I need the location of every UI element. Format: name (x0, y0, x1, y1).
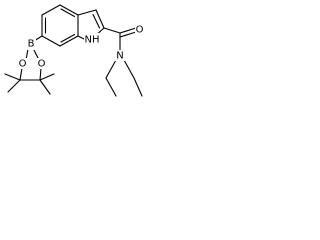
atom-oxygen-left: O (19, 59, 27, 70)
bond-c5-c4 (41, 4, 61, 16)
double-bond-inner-top (60, 8, 76, 18)
label-bg-oxygen-lower (37, 58, 46, 69)
bond-ethyl2-ch3 (133, 77, 143, 97)
atom-indole-nh: NH (85, 35, 100, 46)
label-bg-amide-oxygen (135, 24, 144, 35)
bond-methyl-3 (39, 73, 55, 81)
double-bond-c3-c2-inner (92, 13, 101, 29)
label-bg-indole-nh (84, 33, 100, 45)
bond-c4-c3a (59, 4, 79, 16)
bond-ethyl1-ch3 (105, 77, 117, 97)
bond-c2-carbonyl (103, 27, 121, 34)
bond-c7a-c7 (59, 35, 79, 47)
label-bg-boron (26, 38, 36, 50)
bond-methyl-4 (39, 79, 51, 95)
bond-n-ethyl1-ch2 (105, 59, 117, 79)
label-bg-oxygen-upper (18, 58, 27, 69)
bond-c3-c2 (95, 9, 105, 29)
bond-o-c-left (19, 67, 23, 81)
bond-c7-c6 (41, 35, 61, 47)
amide-group (103, 27, 143, 97)
molecule-structure-diagram: B O O NH O N (4, 4, 144, 97)
bond-n-ethyl2-ch2 (123, 59, 135, 79)
benzene-ring (41, 4, 79, 47)
bond-o-c-right (39, 67, 42, 81)
atom-labels: B O O NH O N (18, 24, 144, 70)
double-bond-carbonyl-o (119, 31, 137, 38)
bond-c3a-c3 (77, 9, 97, 16)
label-bg-amide-nitrogen (115, 50, 125, 61)
atom-amide-oxygen: O (136, 25, 144, 36)
bond-methyl-2 (7, 79, 21, 93)
bond-carbonyl-o (119, 27, 137, 34)
atom-oxygen-right: O (38, 59, 46, 70)
bond-methyl-1 (4, 73, 21, 81)
atom-boron: B (28, 39, 35, 50)
atom-amide-nitrogen: N (116, 51, 123, 62)
double-bond-inner-bottom (60, 33, 76, 43)
